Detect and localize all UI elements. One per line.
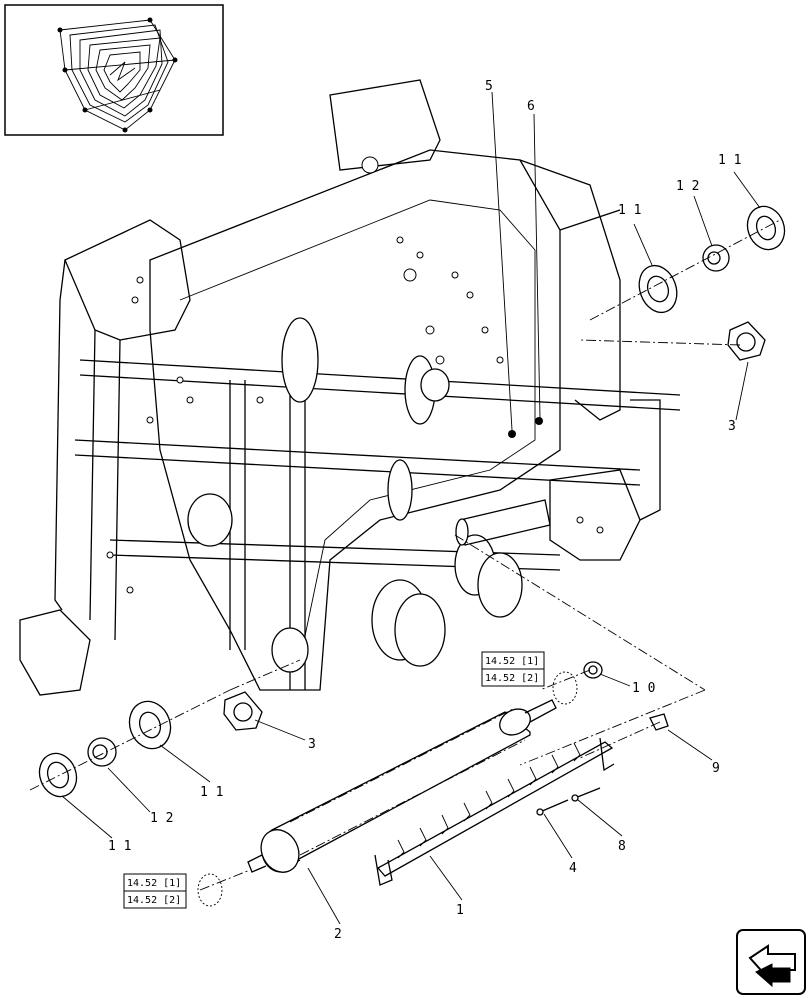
callout-5: 5 (485, 79, 493, 94)
callout-11-low-a: 1 1 (200, 785, 223, 800)
navigation-arrow-icon[interactable] (736, 929, 806, 995)
callout-8: 8 (618, 839, 626, 854)
callout-2: 2 (334, 927, 342, 942)
callout-3-right: 3 (728, 419, 736, 434)
callouts: 5 6 1 1 1 2 1 1 3 1 0 9 8 4 1 2 3 1 1 1 … (108, 79, 741, 942)
callout-9: 9 (712, 761, 720, 776)
ref-upper-2: 14.52 [2] (485, 673, 539, 684)
callout-1: 1 (456, 903, 464, 918)
callout-11-top-a: 1 1 (618, 203, 641, 218)
callout-3-left: 3 (308, 737, 316, 752)
callout-6: 6 (527, 99, 535, 114)
ref-upper-1: 14.52 [1] (485, 656, 539, 667)
thumbnail-inset (4, 4, 224, 136)
panel-holes (106, 156, 604, 594)
callout-11-top-b: 1 1 (718, 153, 741, 168)
reference-box-upper: 14.52 [1] 14.52 [2] (481, 651, 545, 687)
callout-11-low-b: 1 1 (108, 839, 131, 854)
assembly-lines (29, 219, 781, 891)
leader-lines (61, 91, 761, 925)
callout-12-top: 1 2 (676, 179, 699, 194)
callout-10: 1 0 (632, 681, 655, 696)
reference-box-lower: 14.52 [1] 14.52 [2] (123, 873, 187, 909)
ref-lower-1: 14.52 [1] (127, 878, 181, 889)
callout-4: 4 (569, 861, 577, 876)
stripper-bar (374, 737, 615, 886)
baler-frame (19, 79, 681, 696)
ref-lower-2: 14.52 [2] (127, 895, 181, 906)
callout-12-low: 1 2 (150, 811, 173, 826)
roller-assembly (247, 699, 557, 873)
hardware (38, 205, 786, 907)
